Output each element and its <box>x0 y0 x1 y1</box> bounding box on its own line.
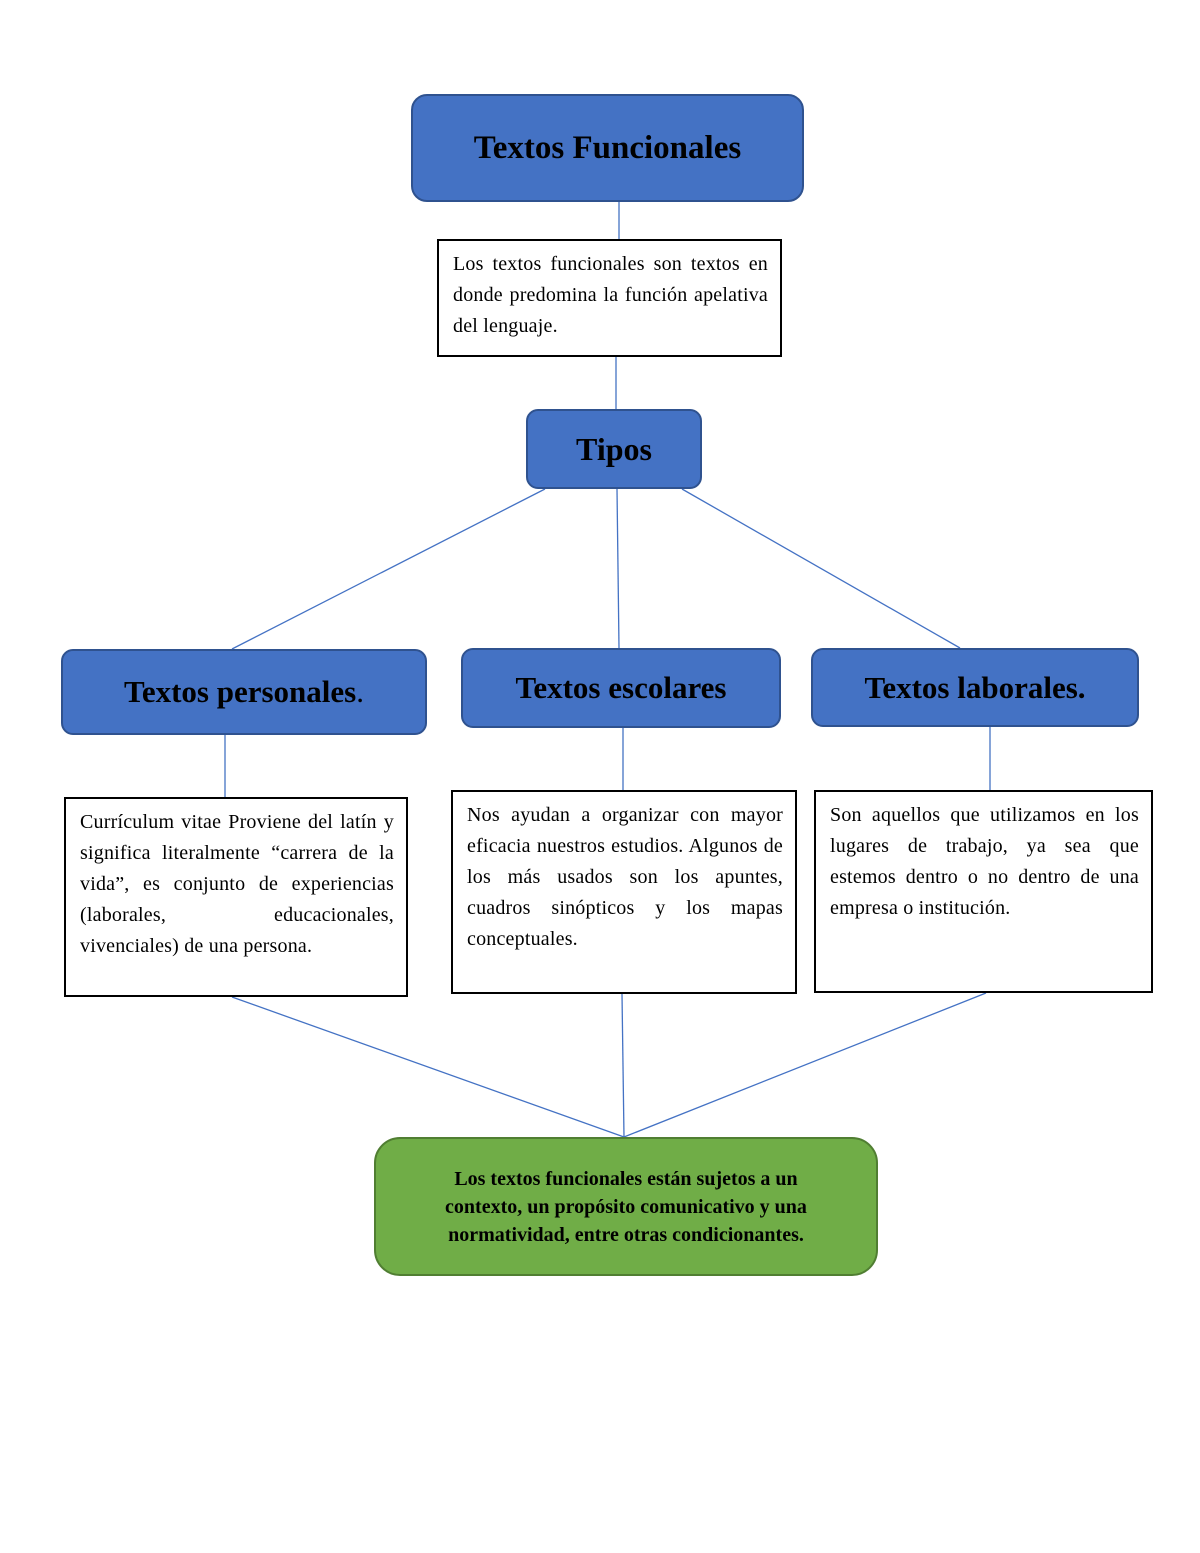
type-description-personales: Currículum vitae Proviene del latín y si… <box>64 797 408 997</box>
conclusion-text: Los textos funcionales están sujetos a u… <box>445 1167 807 1246</box>
type-description-escolares: Nos ayudan a organizar con mayor eficaci… <box>451 790 797 994</box>
definition-text: Los textos funcionales son textos en don… <box>453 253 768 337</box>
description-text: Nos ayudan a organizar con mayor eficaci… <box>467 804 783 950</box>
connector-tipos-escolares <box>616 488 620 649</box>
definition-box: Los textos funcionales son textos en don… <box>437 239 782 357</box>
conclusion-node: Los textos funcionales están sujetos a u… <box>374 1137 878 1276</box>
connector-tipos-personales <box>231 488 546 650</box>
connector-escolares-conclusion <box>621 993 625 1138</box>
type-node-personales: Textos personales. <box>61 649 427 735</box>
type-title-escolares: Textos escolares <box>515 670 727 705</box>
description-text: Son aquellos que utilizamos en los lugar… <box>830 804 1139 919</box>
type-node-escolares: Textos escolares <box>461 648 781 728</box>
root-title: Textos Funcionales <box>473 129 742 166</box>
connector-tipos-laborales <box>681 488 961 649</box>
type-node-laborales: Textos laborales. <box>811 648 1139 727</box>
types-header-node: Tipos <box>526 409 702 489</box>
connector-laborales-conclusion <box>623 992 987 1138</box>
type-title-laborales: Textos laborales. <box>864 669 1086 705</box>
type-title-personales: Textos personales. <box>124 674 364 709</box>
type-description-laborales: Son aquellos que utilizamos en los lugar… <box>814 790 1153 993</box>
root-node: Textos Funcionales <box>411 94 804 202</box>
connector-personales-conclusion <box>231 996 625 1138</box>
types-header-title: Tipos <box>576 430 652 467</box>
description-text: Currículum vitae Proviene del latín y si… <box>80 811 394 957</box>
